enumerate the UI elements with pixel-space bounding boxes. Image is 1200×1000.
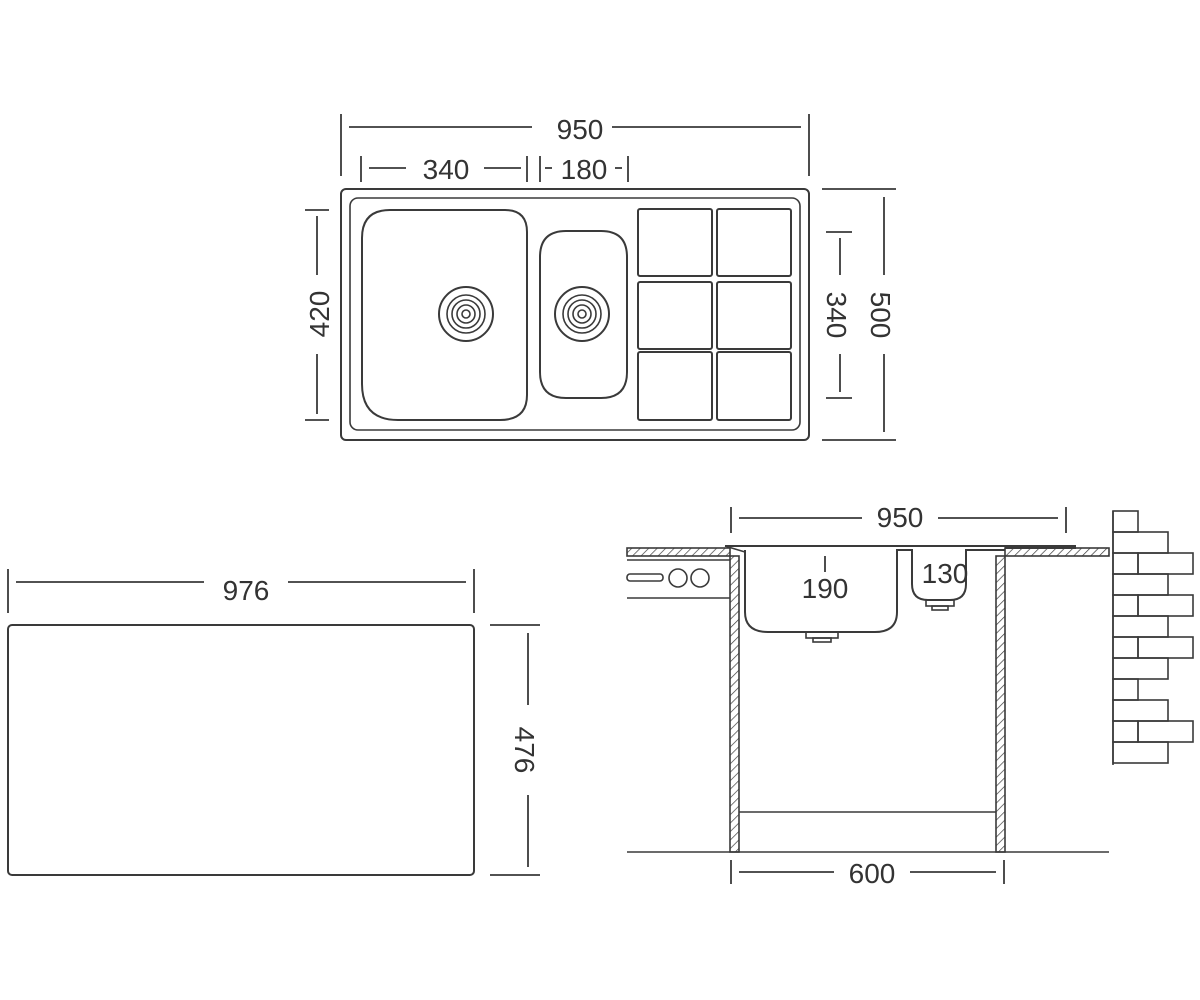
dim-section-overall-width: 950 xyxy=(730,502,1067,533)
main-drain-icon xyxy=(438,286,494,342)
top-view: 950 340 180 420 xyxy=(304,114,896,441)
dim-cutout-width: 976 xyxy=(7,569,475,613)
worktop-left xyxy=(626,547,731,557)
dim-small-bowl-width: 180 xyxy=(539,154,629,185)
dim-cutout-depth: 476 xyxy=(490,624,540,876)
dim-bowl-depth-label: 420 xyxy=(304,291,335,338)
small-bowl xyxy=(539,230,628,399)
dim-main-bowl-depth-label: 190 xyxy=(802,573,849,604)
dim-cabinet-width-label: 600 xyxy=(849,858,896,889)
cutout-outline xyxy=(7,624,475,876)
dim-small-bowl-depth: 130 xyxy=(922,558,969,589)
sink-rim-section xyxy=(725,545,1076,549)
dim-overall-width: 950 xyxy=(340,114,810,176)
brick-wall-icon xyxy=(1112,510,1194,765)
drainer-grid xyxy=(637,208,792,421)
dim-section-overall-width-label: 950 xyxy=(877,502,924,533)
dim-overall-depth: 500 xyxy=(822,188,896,441)
dim-small-bowl-width-label: 180 xyxy=(561,154,608,185)
dim-drainer-depth-label: 340 xyxy=(821,292,852,339)
dim-main-bowl-width-label: 340 xyxy=(423,154,470,185)
sink-outer-outline xyxy=(340,188,810,441)
dim-overall-depth-label: 500 xyxy=(865,292,896,339)
section-view: 190 130 950 600 xyxy=(626,502,1194,889)
dim-cutout-width-label: 976 xyxy=(223,575,270,606)
sink-inner-rim xyxy=(349,197,801,431)
worktop-right xyxy=(1004,547,1110,557)
dim-overall-width-label: 950 xyxy=(557,114,604,145)
dim-main-bowl-width: 340 xyxy=(360,154,528,185)
dim-drainer-depth: 340 xyxy=(821,231,852,399)
dim-small-bowl-depth-label: 130 xyxy=(922,558,969,589)
dim-cabinet-width: 600 xyxy=(730,858,1005,889)
cutout-view: 976 476 xyxy=(7,569,540,876)
main-bowl-section xyxy=(744,549,1005,633)
appliance-knobs-icon xyxy=(626,568,730,599)
cabinet-wall-left xyxy=(729,555,740,853)
dim-bowl-depth: 420 xyxy=(304,209,335,421)
dim-main-bowl-depth: 190 xyxy=(802,556,849,604)
cabinet-wall-right xyxy=(995,555,1006,853)
main-bowl xyxy=(361,209,528,421)
dim-cutout-depth-label: 476 xyxy=(509,727,540,774)
small-drain-icon xyxy=(554,286,610,342)
